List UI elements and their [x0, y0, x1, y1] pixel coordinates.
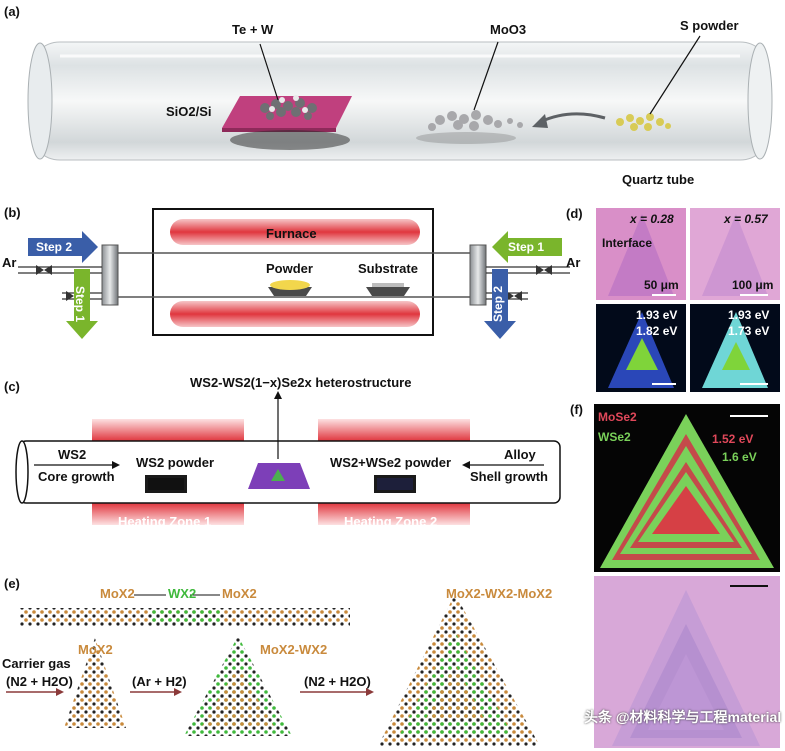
n2-h2o-label-2: (N2 + H2O) [304, 674, 371, 689]
x-028-label: x = 0.28 [630, 212, 674, 226]
ws2-powder-label: WS2 powder [136, 455, 215, 470]
panel-f: (f) MoSe2 WSe2 1.52 eV 1.6 eV [570, 400, 785, 751]
energy-16: 1.6 eV [722, 450, 757, 464]
watermark: 头条 @材料科学与工程material [584, 709, 782, 725]
furnace-schematic [18, 208, 570, 339]
te-w-label: Te + W [232, 22, 274, 37]
energy-182: 1.82 eV [636, 324, 678, 338]
core-growth-label: Core growth [38, 469, 115, 484]
shell-growth-label: Shell growth [470, 469, 548, 484]
ws2-wse2-powder-label: WS2+WSe2 powder [330, 455, 451, 470]
mox2-wx2-label: MoX2-WX2 [260, 642, 328, 657]
mose2-label: MoSe2 [598, 410, 637, 424]
panel-d: (d) x = 0.28 x = 0.57 Interface 50 μm 10… [566, 200, 785, 395]
powder-label: Powder [266, 261, 313, 276]
panel-a-label: (a) [4, 4, 20, 19]
scale-50um-label: 50 μm [644, 278, 679, 292]
carrier-gas-label: Carrier gas [2, 656, 71, 671]
step1-left-label: Step 1 [73, 285, 88, 323]
panel-c: (c) WS2-WS2(1−x)Se2x heterostructure WS2… [0, 375, 590, 545]
n2-h2o-label-1: (N2 + H2O) [6, 674, 73, 689]
top-mox2-left-label: MoX2 [100, 586, 135, 601]
substrate-label: Substrate [358, 261, 418, 276]
step2-right-label: Step 2 [491, 285, 506, 323]
energy-152: 1.52 eV [712, 432, 754, 446]
top-mox2-right-label: MoX2 [222, 586, 257, 601]
panel-f-label: (f) [570, 402, 583, 417]
alloy-label: Alloy [504, 447, 536, 462]
moo3-label: MoO3 [490, 22, 527, 37]
ar-h2-label: (Ar + H2) [132, 674, 187, 689]
panel-d-label: (d) [566, 206, 583, 221]
panel-b-label: (b) [4, 205, 21, 220]
scale-100um-label: 100 μm [732, 278, 774, 292]
mox2-label: MoX2 [78, 642, 113, 657]
heating-zone-2-label: Heating Zone 2 [344, 514, 438, 529]
two-zone-furnace-schematic [15, 391, 561, 525]
top-wx2-label: WX2 [168, 586, 197, 601]
interface-label: Interface [602, 236, 653, 250]
panel-a: (a) Te + W MoO3 S powder SiO2/Si Quartz … [0, 0, 785, 195]
quartz-tube-illustration [27, 35, 773, 161]
furnace-label: Furnace [266, 226, 317, 241]
energy-193-left: 1.93 eV [636, 308, 678, 322]
panel-e: (e) MoX2 WX2 MoX2 Carrier gas (N2 + H2O)… [0, 570, 590, 751]
wse2-label: WSe2 [598, 430, 631, 444]
energy-173: 1.73 eV [728, 324, 770, 338]
panel-c-label: (c) [4, 379, 20, 394]
panel-b: (b) Ar Step 2 Step 1 Furnace Powder Subs… [0, 195, 590, 350]
heating-zone-1-label: Heating Zone 1 [118, 514, 212, 529]
s-powder-label: S powder [680, 18, 739, 33]
mose2-wse2-triangle-images [594, 404, 780, 748]
ws2-label: WS2 [58, 447, 87, 462]
x-057-label: x = 0.57 [724, 212, 768, 226]
panel-e-label: (e) [4, 576, 20, 591]
step1-right-label: Step 1 [508, 240, 545, 254]
ar-left-label: Ar [2, 255, 17, 270]
energy-193-right: 1.93 eV [728, 308, 770, 322]
heterostructure-title: WS2-WS2(1−x)Se2x heterostructure [190, 375, 412, 390]
mox2-wx2-mox2-label: MoX2-WX2-MoX2 [446, 586, 553, 601]
ar-right-label: Ar [566, 255, 581, 270]
quartz-tube-label: Quartz tube [622, 172, 695, 187]
sio2-si-label: SiO2/Si [166, 104, 212, 119]
lateral-heterostructure-growth-schematic [6, 594, 540, 746]
optical-and-pl-images [596, 208, 780, 392]
step2-left-label: Step 2 [36, 240, 73, 254]
